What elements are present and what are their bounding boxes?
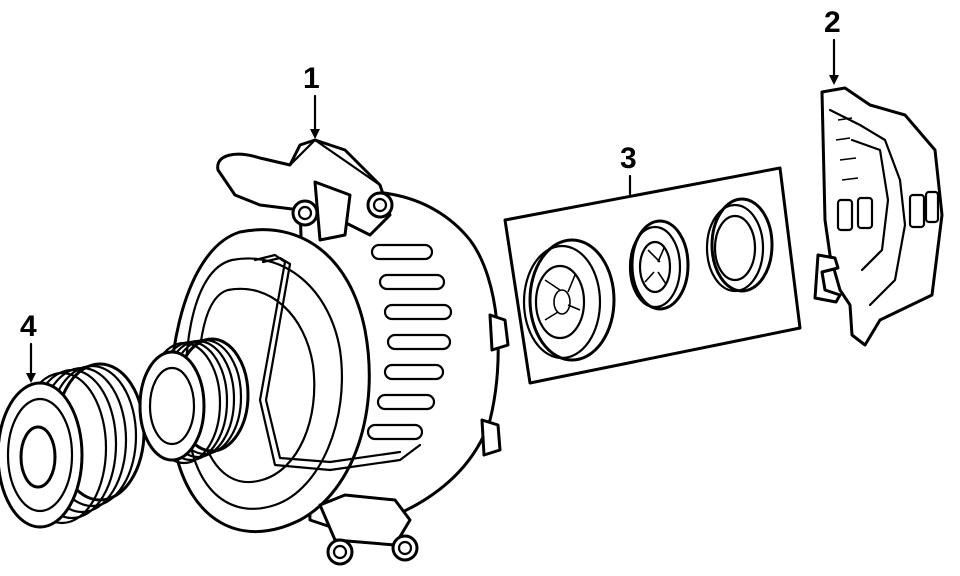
alternator-icon[interactable]	[138, 138, 510, 566]
callout-label-4: 4	[20, 310, 37, 343]
callout-label-2: 2	[824, 6, 841, 39]
callout-3: 3	[620, 142, 637, 196]
callout-label-3: 3	[620, 142, 637, 175]
pulley-icon[interactable]	[0, 362, 146, 529]
voltage-regulator-icon[interactable]	[813, 86, 944, 347]
bearing-kit-icon[interactable]	[503, 166, 802, 385]
callout-label-1: 1	[303, 62, 320, 95]
callout-2: 2	[824, 6, 841, 85]
callout-4: 4	[20, 310, 37, 383]
callout-1: 1	[288, 62, 382, 187]
